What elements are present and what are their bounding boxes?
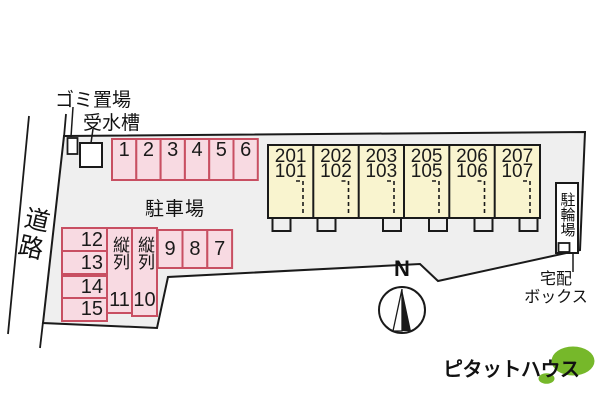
unit-upper-number: 202	[320, 146, 352, 167]
parking-lot-label: 駐車場	[145, 199, 206, 220]
parking-space-number-10: 10	[133, 289, 156, 311]
parking-space-number-14: 14	[80, 276, 103, 298]
parking-space-rect-4	[183, 138, 211, 181]
garbage-area-box	[66, 137, 79, 155]
unit-label-203-103: 203 103	[359, 146, 404, 182]
parking-space-rect-1	[111, 138, 138, 181]
unit-label-206-106: 206 106	[449, 146, 494, 182]
unit-lower-number: 101	[274, 160, 307, 182]
unit-entry-dashed-line	[296, 180, 304, 216]
unit-label-207-107: 207 107	[495, 146, 540, 182]
tandem-label-10: 縦列	[135, 236, 154, 270]
unit-upper-number: 207	[501, 146, 534, 167]
road-edge-right-lower	[39, 321, 44, 349]
unit-label-205-105: 205 105	[404, 146, 449, 182]
unit-porch	[382, 217, 402, 232]
parking-space-number-15: 15	[80, 298, 103, 320]
north-label: N	[394, 256, 410, 281]
parking-space-rect-7	[206, 229, 234, 269]
unit-upper-number: 205	[410, 146, 443, 167]
garbage-label: ゴミ置場	[55, 90, 132, 111]
garbage-pointer-line	[70, 106, 74, 138]
unit-upper-number: 206	[456, 146, 488, 167]
unit-entry-dashed-line	[523, 180, 531, 216]
delivery-box-label: 宅配 ボックス	[512, 271, 600, 307]
parking-space-number-3: 3	[167, 139, 179, 161]
delivery-box	[557, 242, 571, 253]
tandem-column-rect-10	[131, 227, 158, 317]
water-tank-box	[79, 142, 103, 168]
unit-lower-number: 102	[320, 160, 352, 182]
unit-entry-dashed-line	[341, 180, 350, 216]
parking-space-number-6: 6	[240, 139, 252, 161]
parking-space-number-9: 9	[164, 237, 176, 260]
parking-space-rect-5	[208, 138, 235, 181]
parking-space-number-4: 4	[191, 139, 203, 161]
unit-lower-number: 103	[365, 160, 398, 182]
unit-porch	[316, 217, 337, 232]
unit-entry-dashed-line	[387, 180, 395, 216]
unit-upper-number: 203	[365, 146, 398, 167]
unit-lower-number: 107	[501, 160, 534, 182]
parking-space-number-5: 5	[215, 139, 227, 161]
road-edge-left	[7, 115, 30, 335]
bicycle-parking-box	[555, 182, 579, 254]
unit-label-202-102: 202 102	[313, 146, 358, 182]
parking-space-number-1: 1	[118, 139, 130, 161]
unit-porch	[271, 217, 292, 232]
unit-upper-number: 201	[274, 146, 307, 167]
unit-porch	[473, 217, 494, 232]
delivery-box-label-line1: 宅配	[539, 271, 572, 288]
parking-space-number-11: 11	[109, 289, 130, 311]
parking-space-number-7: 7	[214, 237, 226, 260]
unit-lower-number: 105	[410, 160, 443, 182]
unit-label-201-101: 201 101	[268, 146, 313, 182]
parking-space-rect-6	[232, 138, 259, 181]
logo-text: ピタットハウス	[443, 359, 580, 381]
parking-space-number-13: 13	[80, 252, 103, 274]
parking-space-number-8: 8	[189, 237, 201, 260]
parking-space-number-2: 2	[142, 139, 154, 161]
north-arrow-needle-black	[402, 289, 411, 331]
logo-bubble-large	[551, 346, 595, 376]
road-edge-right-upper	[63, 113, 67, 138]
unit-entry-dashed-line	[477, 180, 486, 216]
logo-bubble-small	[538, 373, 555, 384]
unit-porch	[428, 217, 448, 232]
delivery-box-label-line2: ボックス	[524, 289, 588, 306]
bicycle-parking-label: 駐輪場	[558, 191, 576, 237]
parking-space-number-12: 12	[80, 229, 103, 251]
unit-lower-number: 106	[456, 160, 488, 182]
tandem-label-11: 縦列	[110, 236, 129, 270]
unit-porch	[518, 217, 539, 232]
water-tank-label: 受水槽	[83, 113, 141, 134]
unit-entry-dashed-line	[432, 180, 440, 216]
